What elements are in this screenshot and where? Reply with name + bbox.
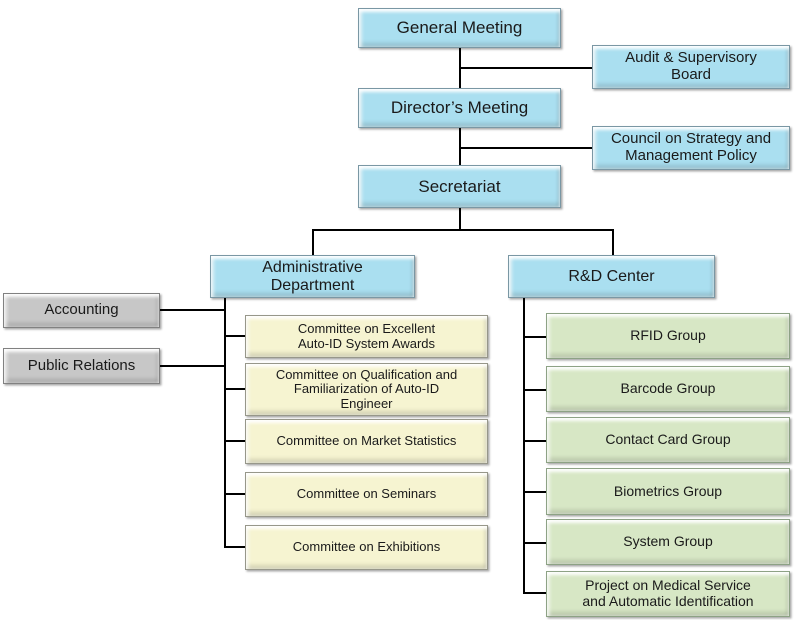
- stub-group-4: [525, 491, 546, 493]
- connector-branch-left-drop: [312, 229, 314, 255]
- node-group-biometrics: Biometrics Group: [546, 468, 790, 515]
- stub-group-5: [525, 542, 546, 544]
- stub-group-6: [525, 592, 546, 594]
- connector-directors-to-secretariat: [459, 128, 461, 165]
- trunk-rd: [523, 298, 525, 594]
- node-admin-dept: Administrative Department: [210, 255, 415, 298]
- node-public-relations: Public Relations: [3, 348, 160, 384]
- node-group-rfid: RFID Group: [546, 313, 790, 359]
- stub-committee-4: [226, 493, 245, 495]
- connector-secretariat-down: [459, 208, 461, 231]
- node-committee-seminars: Committee on Seminars: [245, 472, 488, 517]
- node-committee-awards: Committee on Excellent Auto-ID System Aw…: [245, 315, 488, 358]
- connector-to-audit-board: [460, 67, 593, 69]
- node-committee-statistics: Committee on Market Statistics: [245, 419, 488, 464]
- stub-group-2: [525, 389, 546, 391]
- node-committee-exhibitions: Committee on Exhibitions: [245, 525, 488, 570]
- connector-branch-horizontal: [312, 229, 614, 231]
- stub-committee-2: [226, 388, 245, 390]
- stub-accounting: [160, 309, 224, 311]
- node-group-system: System Group: [546, 519, 790, 565]
- stub-committee-5: [226, 546, 245, 548]
- connector-to-council: [460, 147, 593, 149]
- node-directors-meeting: Director’s Meeting: [358, 88, 561, 128]
- node-committee-qualification: Committee on Qualification and Familiari…: [245, 363, 488, 416]
- stub-group-1: [525, 336, 546, 338]
- node-secretariat: Secretariat: [358, 165, 561, 208]
- node-accounting: Accounting: [3, 293, 160, 328]
- stub-group-3: [525, 440, 546, 442]
- stub-committee-1: [226, 335, 245, 337]
- node-group-contact: Contact Card Group: [546, 417, 790, 463]
- node-group-project: Project on Medical Service and Automatic…: [546, 571, 790, 617]
- trunk-admin: [224, 298, 226, 548]
- connector-branch-right-drop: [612, 229, 614, 255]
- node-council: Council on Strategy and Management Polic…: [592, 126, 790, 170]
- node-group-barcode: Barcode Group: [546, 366, 790, 412]
- node-general-meeting: General Meeting: [358, 8, 561, 48]
- stub-committee-3: [226, 440, 245, 442]
- node-audit-board: Audit & Supervisory Board: [592, 45, 790, 89]
- stub-public-relations: [160, 365, 224, 367]
- node-rd-center: R&D Center: [508, 255, 715, 298]
